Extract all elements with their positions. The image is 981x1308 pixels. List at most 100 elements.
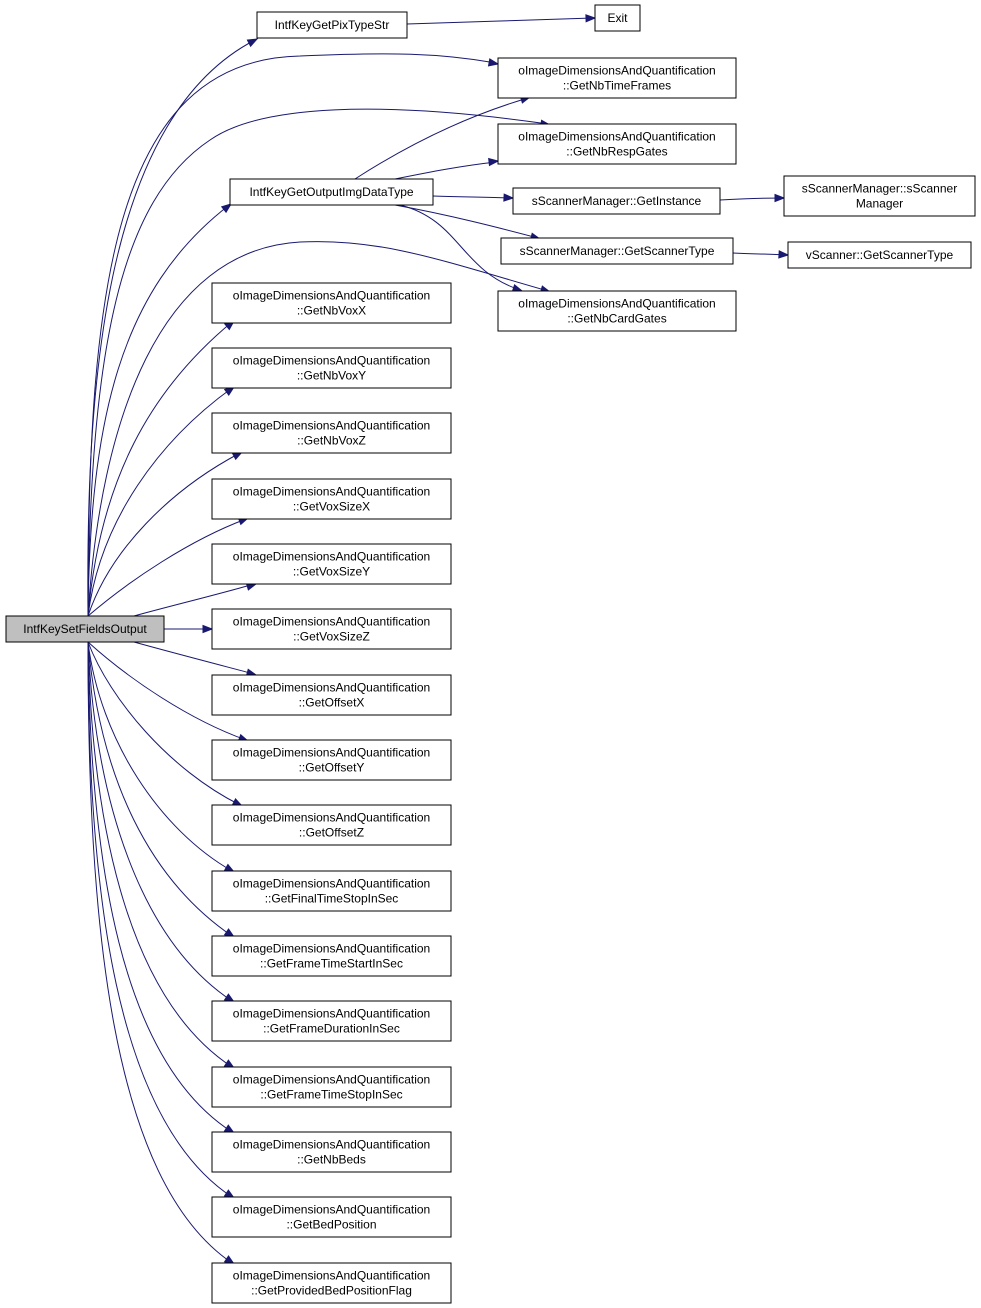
- node-box-framestart: [211, 935, 452, 977]
- node-vscan[interactable]: vScanner::GetScannerType: [787, 241, 972, 269]
- edge-root-to-sizex: [87, 518, 247, 617]
- node-box-offy: [211, 739, 452, 781]
- node-finalstop[interactable]: oImageDimensionsAndQuantification::GetFi…: [211, 870, 452, 912]
- node-box-framedur: [211, 1000, 452, 1042]
- node-getinst[interactable]: sScannerManager::GetInstance: [512, 187, 721, 215]
- node-box-voxy: [211, 347, 452, 389]
- node-label-getscantype-line-1: sScannerManager::GetScannerType: [520, 244, 715, 258]
- edge-root-to-nbtime: [87, 53, 497, 617]
- node-getscantype[interactable]: sScannerManager::GetScannerType: [500, 237, 734, 265]
- arrowhead-ssm: [774, 193, 786, 203]
- node-bedpos[interactable]: oImageDimensionsAndQuantification::GetBe…: [211, 1196, 452, 1238]
- node-label-ssm-line-2: Manager: [856, 197, 903, 211]
- node-box-nbtime: [497, 57, 737, 99]
- node-ssm[interactable]: sScannerManager::sScannerManager: [783, 175, 976, 217]
- node-label-voxy-line-1: oImageDimensionsAndQuantification: [233, 354, 430, 368]
- node-label-framestop-line-2: ::GetFrameTimeStopInSec: [260, 1088, 402, 1102]
- node-box-root: [5, 615, 165, 643]
- node-label-sizey-line-2: ::GetVoxSizeY: [293, 565, 370, 579]
- node-label-nbresp-line-1: oImageDimensionsAndQuantification: [518, 130, 715, 144]
- node-sizey[interactable]: oImageDimensionsAndQuantification::GetVo…: [211, 543, 452, 585]
- edge-outtype-to-nbcard: [399, 204, 521, 291]
- arrowhead-getinst: [503, 193, 515, 202]
- node-label-bedpos-line-1: oImageDimensionsAndQuantification: [233, 1203, 430, 1217]
- node-box-outtype: [229, 178, 434, 206]
- node-box-finalstop: [211, 870, 452, 912]
- node-voxy[interactable]: oImageDimensionsAndQuantification::GetNb…: [211, 347, 452, 389]
- node-offz[interactable]: oImageDimensionsAndQuantification::GetOf…: [211, 804, 452, 846]
- node-box-voxx: [211, 282, 452, 324]
- edge-outtype-to-nbtime: [354, 97, 529, 180]
- node-box-getinst: [512, 187, 721, 215]
- edge-root-to-framedur: [87, 641, 233, 1002]
- edge-root-to-nbresp: [87, 108, 549, 617]
- node-label-nbcard-line-2: ::GetNbCardGates: [567, 312, 666, 326]
- edge-root-to-nbcard: [87, 241, 549, 617]
- edge-root-to-offy: [87, 641, 247, 741]
- node-sizez[interactable]: oImageDimensionsAndQuantification::GetVo…: [211, 608, 452, 650]
- node-box-sizez: [211, 608, 452, 650]
- node-label-getinst-line-1: sScannerManager::GetInstance: [532, 194, 702, 208]
- edge-pixtype-to-exit: [406, 17, 594, 25]
- node-framestop[interactable]: oImageDimensionsAndQuantification::GetFr…: [211, 1066, 452, 1108]
- arrowhead-outtype: [220, 203, 233, 214]
- node-nbcard[interactable]: oImageDimensionsAndQuantification::GetNb…: [497, 290, 737, 332]
- node-label-outtype-line-1: IntfKeyGetOutputImgDataType: [249, 185, 413, 199]
- node-exit[interactable]: Exit: [594, 4, 641, 32]
- arrowhead-nbresp: [488, 157, 500, 167]
- node-label-offz-line-2: ::GetOffsetZ: [299, 826, 364, 840]
- node-nbbeds[interactable]: oImageDimensionsAndQuantification::GetNb…: [211, 1131, 452, 1173]
- edge-root-to-voxz: [87, 452, 241, 617]
- edge-root-to-framestop: [87, 641, 233, 1068]
- node-label-finalstop-line-2: ::GetFinalTimeStopInSec: [265, 892, 399, 906]
- node-box-bedflag: [211, 1262, 452, 1304]
- edge-root-to-outtype: [87, 205, 229, 617]
- node-box-offz: [211, 804, 452, 846]
- node-label-bedpos-line-2: ::GetBedPosition: [286, 1218, 376, 1232]
- node-label-nbcard-line-1: oImageDimensionsAndQuantification: [518, 297, 715, 311]
- arrowhead-sizez: [202, 624, 214, 634]
- node-label-voxy-line-2: ::GetNbVoxY: [297, 369, 366, 383]
- node-box-getscantype: [500, 237, 734, 265]
- node-bedflag[interactable]: oImageDimensionsAndQuantification::GetPr…: [211, 1262, 452, 1304]
- node-outtype[interactable]: IntfKeyGetOutputImgDataType: [229, 178, 434, 206]
- node-nbresp[interactable]: oImageDimensionsAndQuantification::GetNb…: [497, 123, 737, 165]
- edge-root-to-bedflag: [87, 641, 233, 1264]
- node-box-bedpos: [211, 1196, 452, 1238]
- node-label-offy-line-1: oImageDimensionsAndQuantification: [233, 746, 430, 760]
- node-root[interactable]: IntfKeySetFieldsOutput: [5, 615, 165, 643]
- nodes: IntfKeySetFieldsOutput IntfKeyGetPixTypeS…: [5, 4, 976, 1304]
- node-voxz[interactable]: oImageDimensionsAndQuantification::GetNb…: [211, 412, 452, 454]
- arrowhead-nbcard: [511, 283, 524, 293]
- node-framedur[interactable]: oImageDimensionsAndQuantification::GetFr…: [211, 1000, 452, 1042]
- node-label-sizez-line-2: ::GetVoxSizeZ: [293, 630, 370, 644]
- node-pixtype[interactable]: IntfKeyGetPixTypeStr: [256, 11, 408, 39]
- node-label-nbtime-line-2: ::GetNbTimeFrames: [563, 79, 671, 93]
- node-box-nbresp: [497, 123, 737, 165]
- edge-root-to-nbbeds: [87, 641, 233, 1133]
- node-voxx[interactable]: oImageDimensionsAndQuantification::GetNb…: [211, 282, 452, 324]
- node-box-nbbeds: [211, 1131, 452, 1173]
- node-label-sizex-line-1: oImageDimensionsAndQuantification: [233, 485, 430, 499]
- node-label-offz-line-1: oImageDimensionsAndQuantification: [233, 811, 430, 825]
- arrowhead-exit: [585, 14, 597, 23]
- arrowhead-nbtime: [487, 58, 500, 67]
- node-sizex[interactable]: oImageDimensionsAndQuantification::GetVo…: [211, 478, 452, 520]
- node-box-ssm: [783, 175, 976, 217]
- node-offx[interactable]: oImageDimensionsAndQuantification::GetOf…: [211, 674, 452, 716]
- node-label-nbtime-line-1: oImageDimensionsAndQuantification: [518, 64, 715, 78]
- node-nbtime[interactable]: oImageDimensionsAndQuantification::GetNb…: [497, 57, 737, 99]
- node-label-vscan-line-1: vScanner::GetScannerType: [806, 248, 954, 262]
- arrowhead-pixtype: [246, 38, 259, 48]
- node-offy[interactable]: oImageDimensionsAndQuantification::GetOf…: [211, 739, 452, 781]
- edge-root-to-sizey: [133, 583, 255, 617]
- edge-getscantype-to-vscan: [732, 252, 787, 256]
- node-label-offx-line-1: oImageDimensionsAndQuantification: [233, 681, 430, 695]
- node-box-voxz: [211, 412, 452, 454]
- node-label-bedflag-line-1: oImageDimensionsAndQuantification: [233, 1269, 430, 1283]
- node-framestart[interactable]: oImageDimensionsAndQuantification::GetFr…: [211, 935, 452, 977]
- node-box-pixtype: [256, 11, 408, 39]
- node-label-finalstop-line-1: oImageDimensionsAndQuantification: [233, 877, 430, 891]
- edge-outtype-to-getinst: [432, 195, 512, 199]
- node-label-sizex-line-2: ::GetVoxSizeX: [293, 500, 370, 514]
